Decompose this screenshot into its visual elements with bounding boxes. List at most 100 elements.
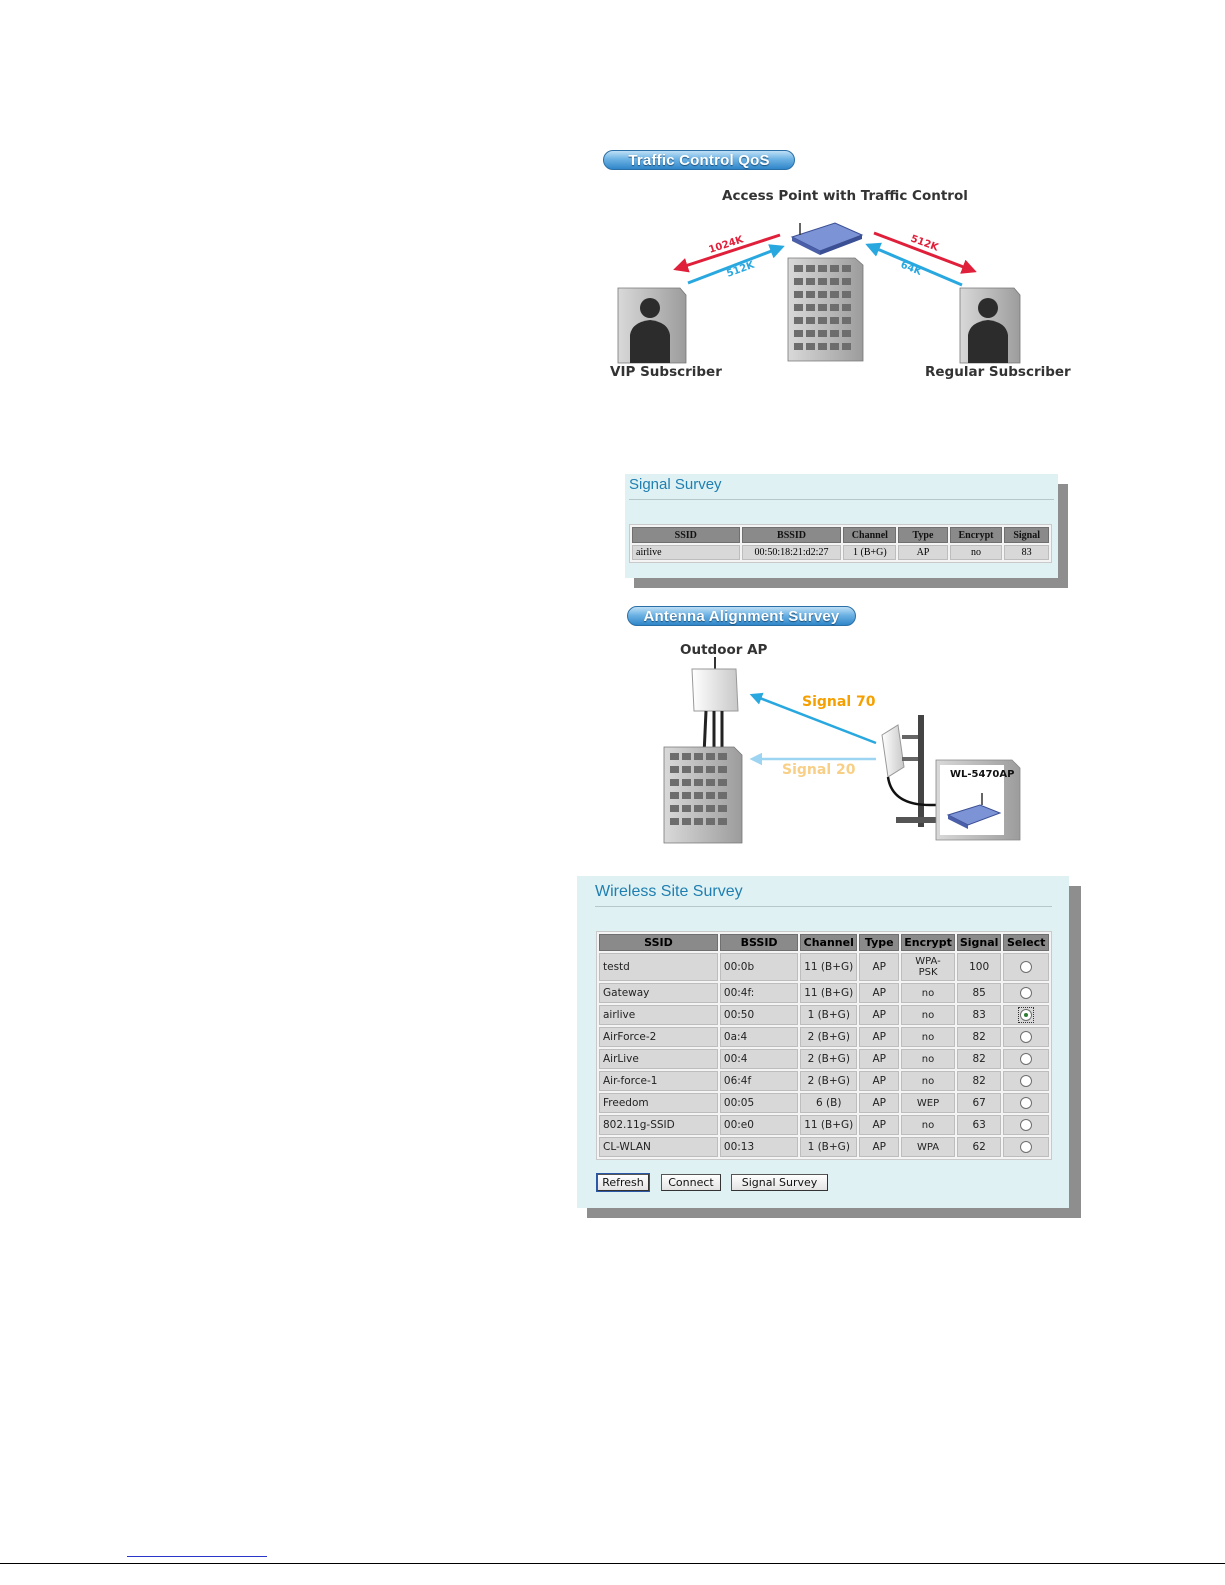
access-point-icon xyxy=(790,222,864,255)
cell-type: AP xyxy=(859,1049,900,1069)
cell-bssid: 06:4f xyxy=(719,1071,799,1091)
encrypt-line: WEP xyxy=(916,1097,940,1109)
cell-encrypt: WPA xyxy=(901,1137,955,1157)
cell-type: AP xyxy=(859,1115,900,1135)
cell-type: AP xyxy=(859,1027,900,1047)
select-radio[interactable] xyxy=(1020,1075,1033,1087)
cell-channel: 11 (B+G) xyxy=(800,953,858,981)
select-radio[interactable] xyxy=(1020,1031,1033,1043)
signal-strong-label: Signal 70 xyxy=(802,694,876,710)
cell-bssid: 00:0b xyxy=(719,953,799,981)
signal-survey-button[interactable]: Signal Survey xyxy=(731,1174,828,1191)
cell-signal: 82 xyxy=(956,1071,1002,1091)
cell-bssid: 0a:4 xyxy=(719,1027,799,1047)
vip-subscriber-label: VIP Subscriber xyxy=(610,364,722,380)
cell-signal: 83 xyxy=(1004,545,1049,560)
outdoor-ap-icon xyxy=(691,657,739,756)
select-radio[interactable] xyxy=(1020,1009,1033,1021)
cell-select xyxy=(1003,1115,1049,1135)
device-label: WL-5470AP xyxy=(950,769,1014,780)
antenna-alignment-diagram: Signal 70 Signal 20 WL-5470AP xyxy=(663,657,1021,844)
refresh-button[interactable]: Refresh xyxy=(596,1173,650,1192)
select-radio[interactable] xyxy=(1020,1141,1033,1153)
cell-select xyxy=(1003,1093,1049,1113)
signal-survey-panel: Signal Survey SSID BSSID Channel Type En… xyxy=(625,474,1058,578)
col-channel: Channel xyxy=(843,527,897,543)
col-encrypt: Encrypt xyxy=(949,527,1003,543)
select-radio[interactable] xyxy=(1020,1097,1033,1109)
cell-encrypt: no xyxy=(901,1115,955,1135)
cell-bssid: 00:e0 xyxy=(719,1115,799,1135)
connect-button[interactable]: Connect xyxy=(661,1174,721,1191)
encrypt-line: PSK xyxy=(918,967,938,978)
cell-bssid: 00:50:18:21:d2:27 xyxy=(741,545,842,560)
col-ssid: SSID xyxy=(632,527,740,543)
cell-select xyxy=(1003,1027,1049,1047)
wl-5470ap-device-icon xyxy=(935,759,1021,841)
regular-subscriber-label: Regular Subscriber xyxy=(925,364,1071,380)
cell-bssid: 00:50 xyxy=(719,1005,799,1025)
cell-ssid: Gateway xyxy=(599,983,718,1003)
cell-signal: 62 xyxy=(956,1137,1002,1157)
cell-type: AP xyxy=(859,1093,900,1113)
cell-channel: 1 (B+G) xyxy=(800,1137,858,1157)
encrypt-line: no xyxy=(921,1031,935,1043)
cell-ssid: AirLive xyxy=(599,1049,718,1069)
cell-ssid: airlive xyxy=(632,545,740,560)
cell-encrypt: WPA-PSK xyxy=(901,953,955,981)
col-bssid: BSSID xyxy=(719,934,799,951)
cell-ssid: Air-force-1 xyxy=(599,1071,718,1091)
encrypt-line: WPA- xyxy=(915,956,941,967)
site-survey-table: SSID BSSID Channel Type Encrypt Signal S… xyxy=(596,931,1052,1160)
vip-subscriber-icon xyxy=(617,287,687,364)
cell-ssid: Freedom xyxy=(599,1093,718,1113)
cell-type: AP xyxy=(859,1071,900,1091)
select-radio[interactable] xyxy=(1020,1053,1033,1065)
cell-type: AP xyxy=(859,983,900,1003)
cell-select xyxy=(1003,983,1049,1003)
col-select: Select xyxy=(1003,934,1049,951)
cell-encrypt: no xyxy=(901,1027,955,1047)
vip-upload-arrow xyxy=(687,244,785,285)
footer-link-underline[interactable] xyxy=(127,1556,267,1557)
cell-ssid: AirForce-2 xyxy=(599,1027,718,1047)
cell-encrypt: WEP xyxy=(901,1093,955,1113)
cell-channel: 11 (B+G) xyxy=(800,983,858,1003)
select-radio[interactable] xyxy=(1020,1119,1033,1131)
outdoor-ap-label: Outdoor AP xyxy=(680,642,768,658)
col-channel: Channel xyxy=(800,934,858,951)
cell-signal: 82 xyxy=(956,1027,1002,1047)
cell-encrypt: no xyxy=(901,1005,955,1025)
encrypt-line: no xyxy=(921,987,935,999)
antenna-alignment-banner: Antenna Alignment Survey xyxy=(627,606,856,626)
traffic-control-banner: Traffic Control QoS xyxy=(603,150,795,170)
regular-download-arrow xyxy=(873,231,977,274)
signal-weak-label: Signal 20 xyxy=(782,762,856,778)
select-radio[interactable] xyxy=(1020,987,1033,999)
access-point-label: Access Point with Traffic Control xyxy=(722,188,968,204)
encrypt-line: WPA xyxy=(916,1141,940,1153)
cell-select xyxy=(1003,953,1049,981)
cell-bssid: 00:13 xyxy=(719,1137,799,1157)
cell-ssid: 802.11g-SSID xyxy=(599,1115,718,1135)
footer-divider xyxy=(0,1563,1225,1564)
col-encrypt: Encrypt xyxy=(901,934,955,951)
signal-survey-divider xyxy=(629,499,1054,500)
cell-ssid: CL-WLAN xyxy=(599,1137,718,1157)
regular-upload-label: 64K xyxy=(899,260,924,279)
select-radio[interactable] xyxy=(1020,961,1033,973)
col-type: Type xyxy=(859,934,900,951)
cell-ssid: airlive xyxy=(599,1005,718,1025)
cell-type: AP xyxy=(859,1005,900,1025)
cell-select xyxy=(1003,1071,1049,1091)
cell-bssid: 00:4f: xyxy=(719,983,799,1003)
